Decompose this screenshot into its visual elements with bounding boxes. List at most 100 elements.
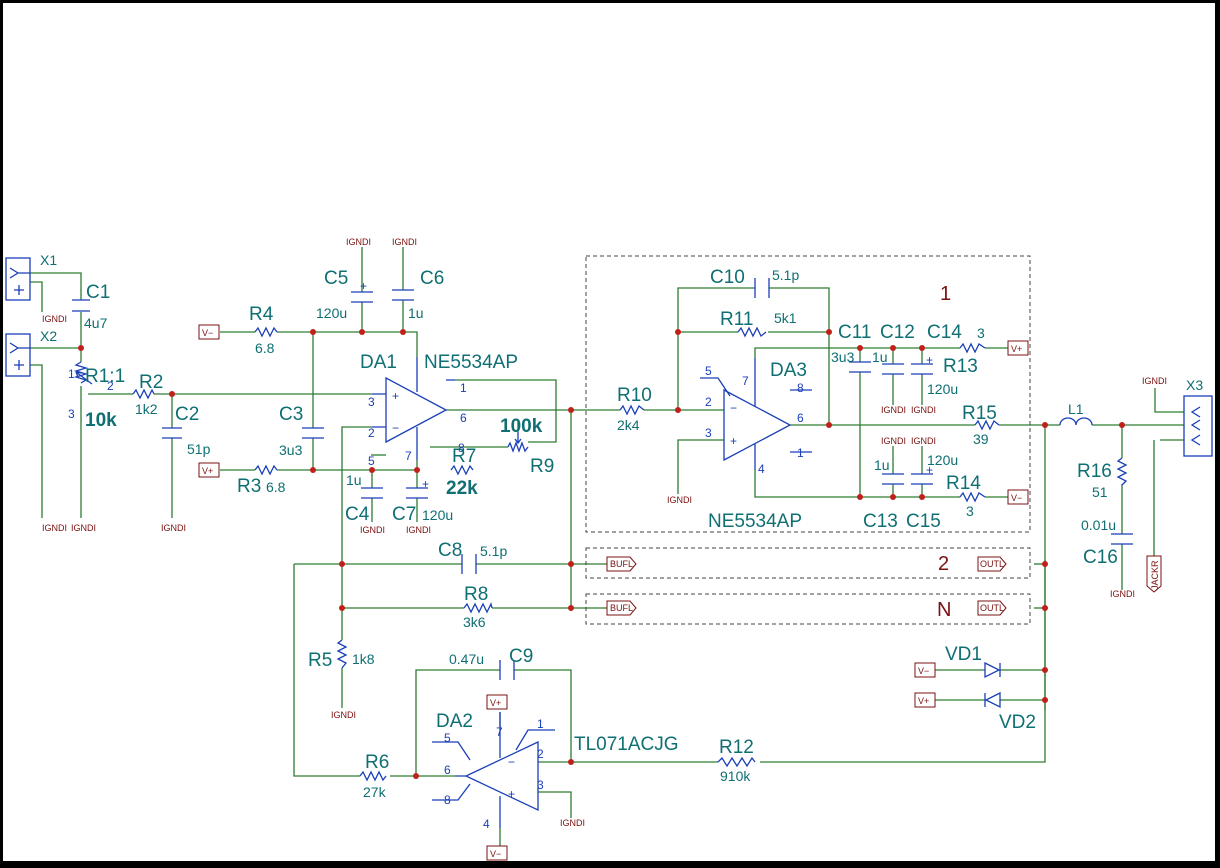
da3-pin-8: 8 xyxy=(797,381,804,395)
vminus-tag-r4 xyxy=(198,324,220,340)
vd1-label: VD1 xyxy=(945,644,982,665)
c5-polarity: + xyxy=(360,279,367,293)
da2-plus: + xyxy=(508,787,515,801)
c12-symbol xyxy=(882,363,904,375)
c15-value: 120u xyxy=(927,452,958,468)
jackr-tag xyxy=(1146,555,1162,593)
x1-label: X1 xyxy=(40,252,57,268)
x1-connector xyxy=(5,257,31,301)
da3-pin-7: 7 xyxy=(742,374,749,388)
c7-symbol xyxy=(406,487,428,499)
r1-pin-3: 3 xyxy=(68,407,75,421)
r2-label: R2 xyxy=(139,372,163,393)
symbols xyxy=(5,257,1213,828)
junction-dot xyxy=(400,329,406,335)
r12-label: R12 xyxy=(719,737,754,758)
junction-dot xyxy=(359,329,365,335)
r15-value: 39 xyxy=(973,431,989,447)
r11-label: R11 xyxy=(720,309,753,330)
vplus-tag-r13 xyxy=(1007,340,1029,356)
da1-pin-1: 1 xyxy=(460,381,467,395)
r9-potentiometer xyxy=(507,441,529,453)
c10-value: 5.1p xyxy=(772,267,799,283)
r13-label: R13 xyxy=(943,356,978,377)
da2-pin-4: 4 xyxy=(483,817,490,831)
x2-label: X2 xyxy=(40,328,57,344)
vplus-tag-da2 xyxy=(486,694,508,710)
c10-label: C10 xyxy=(710,267,745,288)
r1-value: 10k xyxy=(85,410,117,431)
c5-label: C5 xyxy=(324,268,348,289)
r13-value: 3 xyxy=(977,325,985,341)
r7-symbol xyxy=(450,464,474,476)
da3-pin-2: 2 xyxy=(705,395,712,409)
c8-label: C8 xyxy=(438,540,462,561)
da1-minus: − xyxy=(392,421,399,435)
da1-plus: + xyxy=(392,389,399,403)
r5-value: 1k8 xyxy=(352,651,375,667)
r7-label: R7 xyxy=(452,446,476,467)
r5-symbol xyxy=(336,639,348,669)
c14-polarity: + xyxy=(926,353,933,367)
ground-label-c5: IGNDI xyxy=(346,237,371,247)
part-labels: X1 X2 X3 C1 4u7 R1:1 10k 1 2 3 R2 1k2 C2… xyxy=(40,252,1203,831)
ground-label-x2: IGNDI xyxy=(42,523,67,533)
junction-dot xyxy=(826,422,832,428)
c16-label: C16 xyxy=(1083,547,1118,568)
junction-dot xyxy=(1042,667,1048,673)
c9-symbol xyxy=(499,660,515,680)
da1-pin-2: 2 xyxy=(368,426,375,440)
x2-connector xyxy=(5,333,31,377)
junction-dot xyxy=(310,329,316,335)
c1-label: C1 xyxy=(86,282,110,303)
c7-label: C7 xyxy=(392,504,416,525)
r10-value: 2k4 xyxy=(617,417,640,433)
ground-label-c16: IGNDI xyxy=(1110,589,1135,599)
c8-symbol xyxy=(461,554,477,574)
c6-symbol xyxy=(392,289,414,301)
da3-pin-1: 1 xyxy=(797,446,804,460)
r6-label: R6 xyxy=(365,752,389,773)
r16-label: R16 xyxy=(1077,461,1112,482)
junction-dot xyxy=(413,773,419,779)
r4-symbol xyxy=(254,326,278,338)
da1-pin-7: 7 xyxy=(405,449,412,463)
junction-dot xyxy=(1042,422,1048,428)
r1-pin-1: 1 xyxy=(68,367,75,381)
vplus-tag-vd2 xyxy=(914,692,936,708)
da2-pin-1: 1 xyxy=(537,717,544,731)
da2-pin-2: 2 xyxy=(537,747,544,761)
vminus-tag-da2-label: V− xyxy=(490,849,501,859)
r1-label: R1:1 xyxy=(85,366,125,387)
c13-symbol xyxy=(882,473,904,485)
ground-label-c15: IGNDI xyxy=(911,436,936,446)
c13-label: C13 xyxy=(863,511,898,532)
da3-pin-6: 6 xyxy=(797,411,804,425)
x3-connector xyxy=(1183,395,1213,457)
r3-value: 6.8 xyxy=(266,479,286,495)
c10-symbol xyxy=(754,278,770,298)
ground-label-r5: IGNDI xyxy=(331,710,356,720)
c4-symbol xyxy=(361,487,383,499)
c2-symbol xyxy=(162,427,182,439)
ground-label-c4: IGNDI xyxy=(360,525,385,535)
x3-label: X3 xyxy=(1186,377,1203,393)
da3-pin-3: 3 xyxy=(705,426,712,440)
c15-polarity: + xyxy=(926,463,933,477)
da2-pin-6: 6 xyxy=(444,763,451,777)
r12-value: 910k xyxy=(720,768,751,784)
c8-value: 5.1p xyxy=(480,543,507,559)
c9-label: C9 xyxy=(509,646,533,667)
ground-label-da2: IGNDI xyxy=(560,818,585,828)
ground-label-x1: IGNDI xyxy=(42,314,67,324)
outl-tag-2-label: OUTL xyxy=(980,559,1004,569)
channel-n-block xyxy=(585,593,1031,625)
r2-value: 1k2 xyxy=(135,401,158,417)
da2-pin-7: 7 xyxy=(496,725,503,739)
vplus-tag-r3 xyxy=(198,462,220,478)
net-tags: V− V+ V+ V− V+ V− V− V+ BUFL BUFL OUTL O… xyxy=(198,324,1162,861)
c14-symbol xyxy=(911,363,933,375)
c1-symbol xyxy=(72,299,90,312)
c14-label: C14 xyxy=(927,322,962,343)
